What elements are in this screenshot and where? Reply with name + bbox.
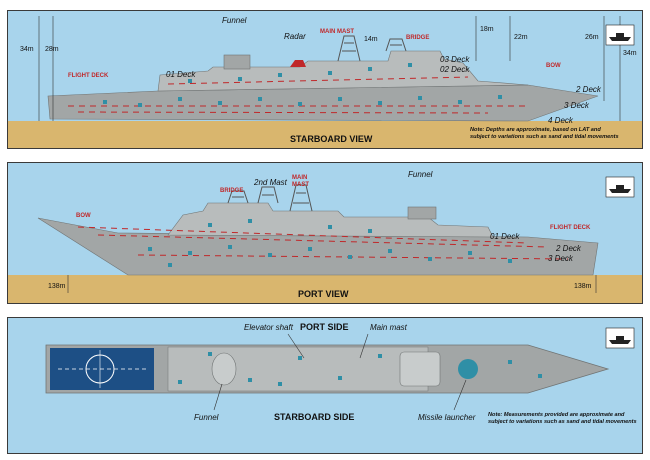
elevator-shaft-label: Elevator shaft: [244, 323, 294, 332]
logo-icon: [605, 327, 635, 349]
depth-138m-right: 138m: [574, 283, 592, 290]
port-view-title: PORT VIEW: [298, 289, 349, 299]
seabed: [8, 275, 642, 303]
main-mast-lattice: [337, 35, 361, 62]
bridge-label: BRIDGE: [220, 188, 243, 194]
deck-01-label: 01 Deck: [166, 70, 196, 79]
depth-138m-left: 138m: [48, 283, 66, 290]
starboard-view-diagram: Funnel Radar MAIN MAST BRIDGE FLIGHT DEC…: [8, 11, 642, 148]
logo-icon: [605, 176, 635, 198]
depth-28m: 28m: [45, 46, 59, 53]
funnel-shape: [223, 54, 251, 70]
plan-portholes: [178, 352, 542, 386]
starboard-side-title: STARBOARD SIDE: [274, 412, 354, 422]
deck-2-label: 2 Deck: [555, 244, 582, 253]
flight-deck-label: FLIGHT DECK: [550, 225, 591, 231]
funnel-label: Funnel: [408, 170, 433, 179]
depth-dimension-lines: [38, 16, 621, 121]
radar-dome: [290, 60, 306, 67]
logo-icon: [605, 24, 635, 46]
depth-note-line1: Note: Depths are approximate, based on L…: [470, 127, 601, 133]
depth-note-line2: subject to variations such as sand and t…: [470, 134, 619, 140]
plan-view-panel: PORT SIDE Elevator shaft Main mast Funne…: [7, 317, 643, 454]
bridge-label: BRIDGE: [406, 35, 429, 41]
missile-launcher-label: Missile launcher: [418, 413, 476, 422]
depth-34m-right: 34m: [623, 50, 637, 57]
port-side-title: PORT SIDE: [300, 322, 349, 332]
deck-02-label: 02 Deck: [440, 65, 470, 74]
bridge-mast-lattice: [385, 38, 407, 52]
deck-3-label: 3 Deck: [564, 101, 590, 110]
bridge-mast-lattice: [227, 190, 249, 204]
depth-26m: 26m: [585, 34, 599, 41]
measurement-note-line1: Note: Measurements provided are approxim…: [488, 412, 625, 418]
main-mast-label: Main mast: [370, 323, 408, 332]
deck-stripes: [77, 226, 569, 260]
measurement-note-line2: subject to variations such as sand and t…: [488, 419, 637, 425]
depth-22m: 22m: [514, 34, 528, 41]
radar-label: Radar: [284, 32, 306, 41]
starboard-superstructure: [157, 50, 529, 92]
second-mast-lattice: [257, 186, 279, 204]
funnel-shape: [407, 206, 437, 220]
deck-3-label: 3 Deck: [548, 254, 574, 263]
deck-01-label: 01 Deck: [490, 232, 520, 241]
seabed: [8, 121, 642, 148]
port-portholes: [148, 219, 512, 267]
starboard-view-title: STARBOARD VIEW: [290, 134, 373, 144]
plan-view-diagram: PORT SIDE Elevator shaft Main mast Funne…: [8, 318, 642, 453]
deck-stripes: [68, 76, 528, 114]
flight-deck-label: FLIGHT DECK: [68, 73, 109, 79]
depth-34m-left: 34m: [20, 46, 34, 53]
port-superstructure: [167, 202, 494, 238]
second-mast-label: 2nd Mast: [253, 178, 288, 187]
port-dimension-lines: [67, 275, 597, 293]
starboard-portholes: [103, 63, 502, 107]
bridge-deck-shape: [399, 351, 441, 387]
depth-18m: 18m: [480, 26, 494, 33]
port-hull: [37, 217, 599, 276]
plan-leader-lines: [213, 333, 467, 411]
depth-14m: 14m: [364, 36, 378, 43]
port-view-diagram: Funnel 2nd Mast MAIN MAST BRIDGE BOW FLI…: [8, 163, 642, 303]
main-mast-label: MAIN MAST: [320, 29, 354, 35]
main-mast-label-2: MAST: [292, 182, 309, 188]
deck-03-label: 03 Deck: [440, 55, 470, 64]
funnel-label: Funnel: [194, 413, 219, 422]
port-view-panel: Funnel 2nd Mast MAIN MAST BRIDGE BOW FLI…: [7, 162, 643, 304]
bow-label: BOW: [546, 63, 561, 69]
bow-label: BOW: [76, 213, 91, 219]
deck-2-label: 2 Deck: [575, 85, 602, 94]
funnel-label: Funnel: [222, 16, 247, 25]
funnel-shape: [211, 352, 237, 386]
deck-4-label: 4 Deck: [548, 116, 574, 125]
main-mast-lattice: [289, 184, 313, 212]
main-mast-label-1: MAIN: [292, 175, 307, 181]
plan-superstructure: [167, 346, 429, 392]
missile-launcher-shape: [458, 359, 478, 379]
starboard-view-panel: Funnel Radar MAIN MAST BRIDGE FLIGHT DEC…: [7, 10, 643, 149]
